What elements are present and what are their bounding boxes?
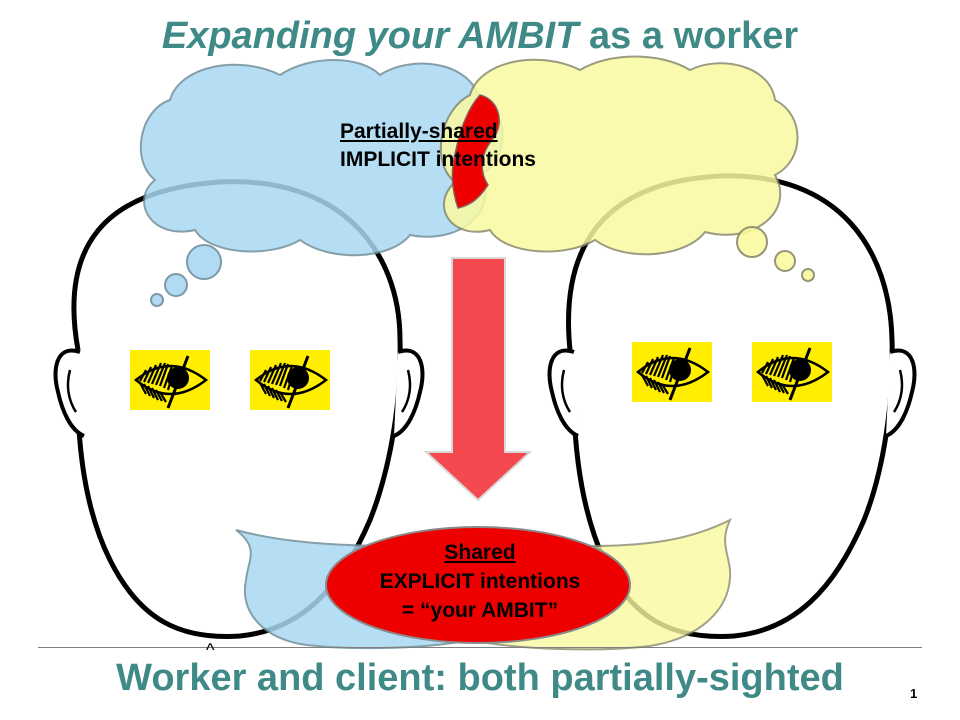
down-arrow-icon xyxy=(423,257,533,502)
right-head-right-ear xyxy=(885,348,917,438)
right-head-left-ear xyxy=(547,348,579,438)
right-thought-dot-large xyxy=(736,226,768,258)
right-head-eye-2-icon xyxy=(750,340,834,404)
explicit-intentions-label: Shared EXPLICIT intentions = “your AMBIT… xyxy=(330,538,630,625)
right-thought-dot-small xyxy=(801,268,815,282)
implicit-intentions-label: Partially-shared IMPLICIT intentions xyxy=(340,118,536,174)
page-number: 1 xyxy=(910,686,918,701)
implicit-text: IMPLICIT intentions xyxy=(340,148,536,171)
right-thought-cloud xyxy=(439,55,799,256)
left-thought-dot-medium xyxy=(164,273,188,297)
right-thought-dot-medium xyxy=(774,250,796,272)
left-thought-dot-small xyxy=(150,293,164,307)
page-title-emphasis: Expanding your AMBIT xyxy=(161,15,579,57)
left-thought-dot-large xyxy=(186,244,222,280)
bottom-caption: Worker and client: both partially-sighte… xyxy=(116,657,844,699)
left-head-eye-1-icon xyxy=(128,348,212,412)
explicit-line-2: = “your AMBIT” xyxy=(401,599,559,622)
left-head-left-ear xyxy=(53,348,85,438)
right-head-eye-1-icon xyxy=(630,340,714,404)
explicit-heading: Shared xyxy=(444,541,516,564)
explicit-shared-ellipse xyxy=(325,526,631,644)
implicit-heading: Partially-shared xyxy=(340,120,498,143)
left-head-eye-2-icon xyxy=(248,348,332,412)
page-title-rest: as a worker xyxy=(578,15,799,57)
caret-mark: ^ xyxy=(206,640,215,660)
explicit-line-1: EXPLICIT intentions xyxy=(379,570,581,593)
divider-line xyxy=(38,647,922,648)
implicit-overlap-region xyxy=(451,94,500,209)
left-head-right-ear xyxy=(393,348,425,438)
page-title: Expanding your AMBIT as a worker xyxy=(0,12,960,60)
